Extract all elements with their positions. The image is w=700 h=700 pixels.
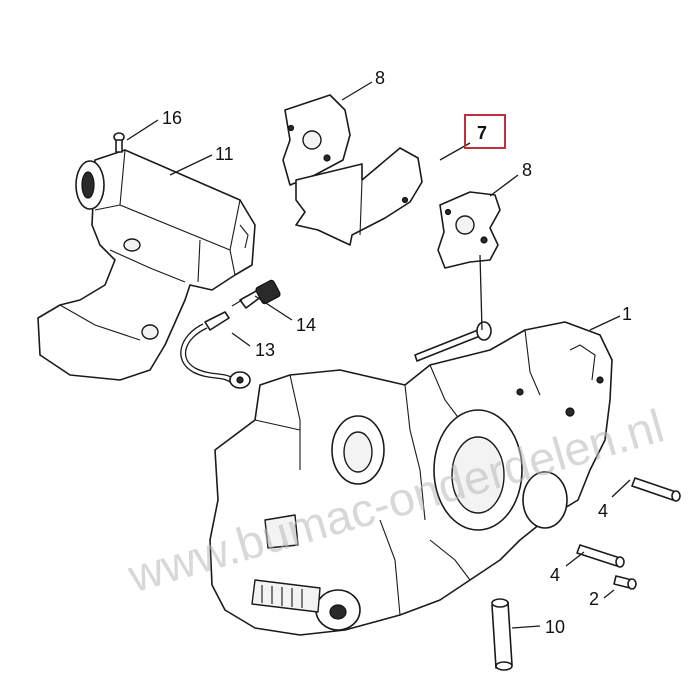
callout-7: 7 [477,123,487,143]
callout-1: 1 [622,304,632,324]
leader-lines [126,81,631,629]
callout-8-upper: 8 [375,68,385,88]
callout-13: 13 [255,340,275,360]
part-14-connector [231,279,281,309]
callout-7-highlight-box [464,114,506,149]
callout-10: 10 [545,617,565,637]
part-10-sleeve [491,598,513,671]
part-4-pin-lower [576,544,625,568]
part-4-pin-upper [631,477,681,502]
part-1-crankcase [209,321,613,636]
callout-4-lower: 4 [550,565,560,585]
callout-labels: 16 11 14 13 8 7 8 1 4 4 2 10 [162,68,632,637]
callout-14: 14 [296,315,316,335]
part-16-screw [113,132,125,153]
callout-4-upper: 4 [598,501,608,521]
part-2-screw [613,575,637,590]
part-11-handle-housing [37,149,256,381]
callout-8-lower: 8 [522,160,532,180]
callout-16: 16 [162,108,182,128]
part-8-upper-plate [282,94,351,186]
part-8-lower-plate [437,191,501,269]
callout-11: 11 [215,144,234,164]
part-13-cable [180,311,251,389]
part-7-shield [295,147,423,246]
callout-2: 2 [589,589,599,609]
long-bolt [414,321,492,362]
